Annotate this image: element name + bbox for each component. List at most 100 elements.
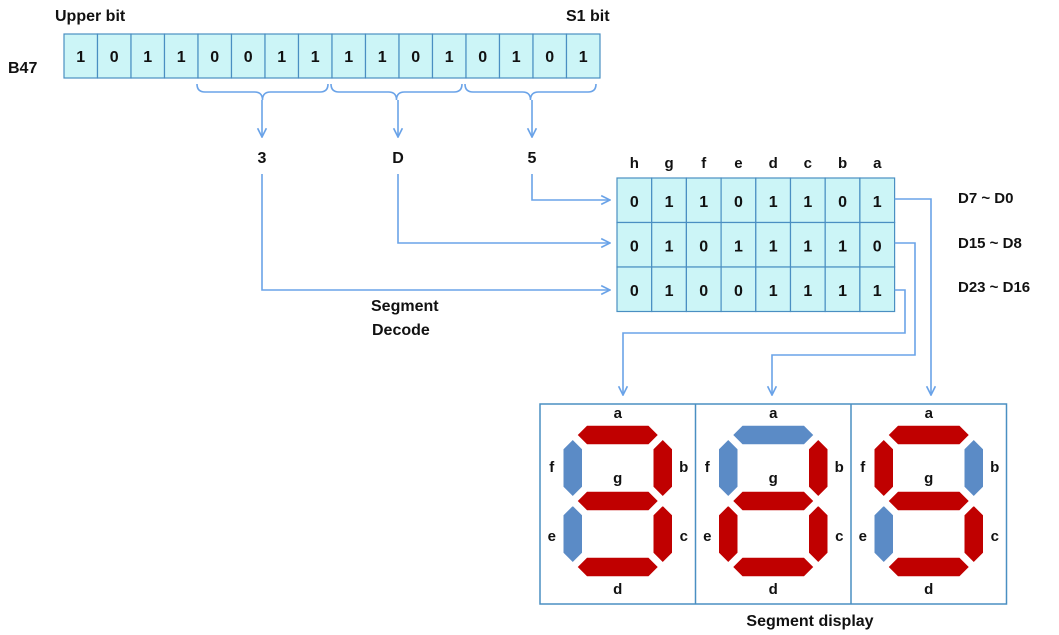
digit2-segment-b xyxy=(807,437,829,499)
decode-cell xyxy=(859,177,896,224)
digit-label-d: d xyxy=(613,581,622,598)
digit2-segment-d xyxy=(731,556,816,578)
decode-cell-value: 1 xyxy=(838,239,847,256)
register-bit-cell xyxy=(96,33,132,79)
digit1-segment-b xyxy=(652,437,674,499)
register-bit-cell xyxy=(331,33,367,79)
decode-header-d: d xyxy=(769,155,778,172)
segment-decode-label-line1: Segment xyxy=(371,298,439,315)
nibble-brace xyxy=(196,83,329,101)
decode-cell-value: 1 xyxy=(838,283,847,300)
decode-header-h: h xyxy=(630,155,639,172)
digit-label-a: a xyxy=(614,405,623,422)
register-bit-cell xyxy=(197,33,233,79)
register-bit-cell xyxy=(498,33,534,79)
decode-cell-value: 0 xyxy=(734,194,743,211)
nibble-brace xyxy=(464,83,597,101)
connector-D-to-row2 xyxy=(397,174,610,243)
register-bit-value: 1 xyxy=(445,49,454,66)
digit-label-c: c xyxy=(991,528,999,545)
decode-cell-value: 0 xyxy=(838,194,847,211)
connector-row1-to-digit3 xyxy=(894,198,931,395)
decode-header-g: g xyxy=(664,155,673,172)
digit-label-g: g xyxy=(769,470,778,487)
decode-cell-value: 1 xyxy=(803,283,812,300)
row-label-d15-d8: D15 ~ D8 xyxy=(958,235,1022,252)
nibble-brace xyxy=(330,83,463,101)
digit-label-b: b xyxy=(835,459,844,476)
digit2-segment-c xyxy=(807,503,829,565)
connector-row3-to-digit1 xyxy=(623,289,906,395)
register-bit-value: 0 xyxy=(545,49,554,66)
decode-cell xyxy=(616,221,653,268)
register-bit-value: 1 xyxy=(311,49,320,66)
digit-label-f: f xyxy=(549,459,555,476)
decode-cell-value: 1 xyxy=(803,194,812,211)
decode-cell xyxy=(651,221,688,268)
register-bit-value: 0 xyxy=(411,49,420,66)
register-bit-value: 1 xyxy=(277,49,286,66)
decode-cell-value: 0 xyxy=(630,283,639,300)
digit2-segment-e xyxy=(717,503,739,565)
decode-cell xyxy=(616,177,653,224)
digit-label-g: g xyxy=(613,470,622,487)
row-label-d23-d16: D23 ~ D16 xyxy=(958,279,1030,296)
digit-label-b: b xyxy=(990,459,999,476)
nibble-value-high: 3 xyxy=(258,150,267,167)
segment-decode-label-line2: Decode xyxy=(372,322,430,339)
decode-cell-value: 0 xyxy=(699,283,708,300)
decode-cell-value: 1 xyxy=(769,194,778,211)
decode-cell xyxy=(789,221,826,268)
register-bit-value: 1 xyxy=(76,49,85,66)
register-bit-value: 1 xyxy=(143,49,152,66)
digit3-segment-g xyxy=(886,490,971,512)
register-bit-cell xyxy=(63,33,99,79)
digit-label-c: c xyxy=(680,528,688,545)
connector-3-to-row3 xyxy=(261,174,610,290)
decode-cell-value: 1 xyxy=(769,283,778,300)
digit-label-e: e xyxy=(703,528,711,545)
connector-5-to-row1 xyxy=(531,174,610,200)
decode-cell xyxy=(824,177,861,224)
digit-label-a: a xyxy=(769,405,778,422)
register-bit-value: 0 xyxy=(110,49,119,66)
digit-label-e: e xyxy=(548,528,556,545)
s1-bit-label: S1 bit xyxy=(566,8,610,25)
digit-label-a: a xyxy=(925,405,934,422)
digit-label-d: d xyxy=(769,581,778,598)
register-bit-value: 0 xyxy=(244,49,253,66)
register-bit-cell xyxy=(297,33,333,79)
register-bit-cell xyxy=(565,33,601,79)
connector-row2-to-digit2 xyxy=(772,242,916,395)
register-bit-cell xyxy=(431,33,467,79)
digit-label-c: c xyxy=(835,528,843,545)
digit3-segment-b xyxy=(963,437,985,499)
digit3-segment-d xyxy=(886,556,971,578)
decode-cell-value: 1 xyxy=(873,194,882,211)
decode-cell-value: 1 xyxy=(699,194,708,211)
decode-header-c: c xyxy=(804,155,812,172)
decode-header-a: a xyxy=(873,155,882,172)
upper-bit-label: Upper bit xyxy=(55,8,126,25)
register-bit-cell xyxy=(264,33,300,79)
decode-header-f: f xyxy=(701,155,707,172)
digit3-segment-c xyxy=(963,503,985,565)
register-bit-cell xyxy=(465,33,501,79)
digit1-segment-a xyxy=(575,424,660,446)
register-bit-value: 1 xyxy=(579,49,588,66)
decode-cell-value: 0 xyxy=(699,239,708,256)
digit2-segment-g xyxy=(731,490,816,512)
nibble-value-mid: D xyxy=(392,150,404,167)
decode-cell xyxy=(824,266,861,313)
decode-cell-value: 1 xyxy=(769,239,778,256)
digit1-segment-d xyxy=(575,556,660,578)
register-bit-value: 1 xyxy=(378,49,387,66)
segment-display-title: Segment display xyxy=(746,613,873,630)
decode-cell-value: 0 xyxy=(630,194,639,211)
register-bit-cell xyxy=(230,33,266,79)
register-bit-value: 0 xyxy=(478,49,487,66)
row-label-d7-d0: D7 ~ D0 xyxy=(958,190,1013,207)
digit2-segment-f xyxy=(717,437,739,499)
digit-label-b: b xyxy=(679,459,688,476)
